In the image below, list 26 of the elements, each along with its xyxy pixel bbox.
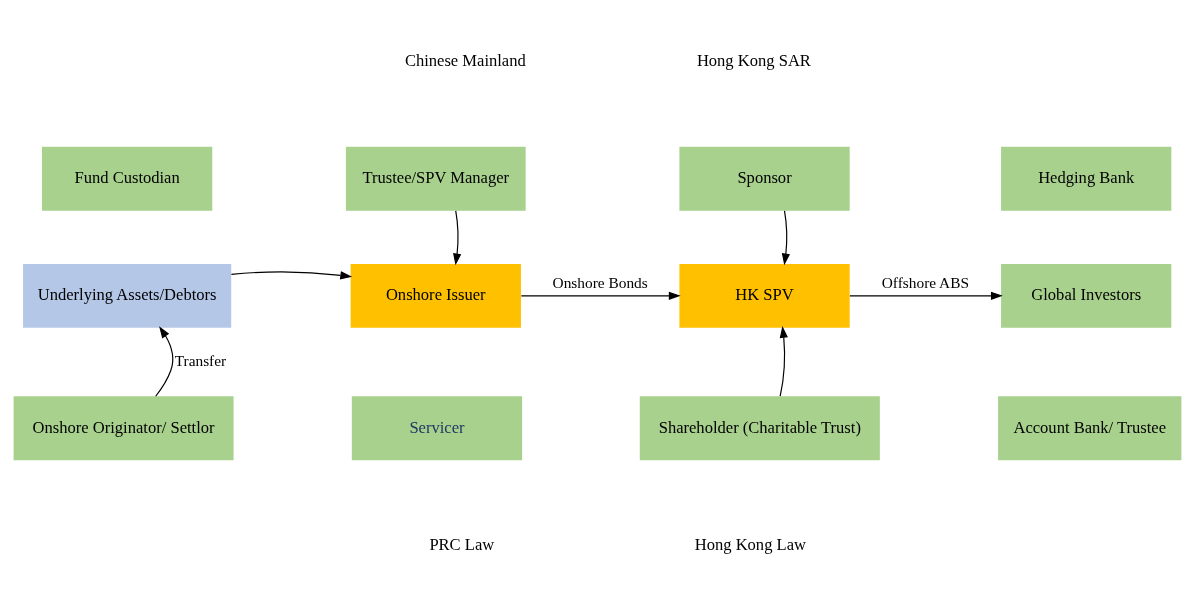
node-box: Sponsor <box>679 146 850 211</box>
edge-label: Onshore Bonds <box>552 273 648 291</box>
node-box: Trustee/SPV Manager <box>345 146 526 211</box>
node-box: Underlying Assets/Debtors <box>23 263 232 328</box>
edge-label: Offshore ABS <box>881 273 969 291</box>
label: Hong Kong Law <box>694 534 806 554</box>
arrow <box>779 325 788 397</box>
arrow <box>781 209 790 265</box>
node-box: Shareholder (Charitable Trust) <box>639 395 880 460</box>
node-box: HK SPV <box>679 263 850 328</box>
node-box: Account Bank/ Trustee <box>998 395 1182 460</box>
edge-label: Transfer <box>174 351 227 369</box>
node-box: Fund Custodian <box>42 146 213 211</box>
arrow <box>453 209 462 265</box>
node-box: Onshore Originator/ Settlor <box>13 395 234 460</box>
label: Hong Kong SAR <box>696 50 811 70</box>
label: PRC Law <box>429 534 495 554</box>
node-box: Servicer <box>351 395 523 460</box>
arrow <box>849 291 1003 300</box>
arrow <box>155 325 174 397</box>
node-box: Hedging Bank <box>1001 146 1172 211</box>
arrow <box>230 270 353 279</box>
label: Chinese Mainland <box>404 50 526 70</box>
node-box: Onshore Issuer <box>350 263 521 328</box>
arrow <box>520 291 681 300</box>
node-box: Global Investors <box>1001 263 1172 328</box>
